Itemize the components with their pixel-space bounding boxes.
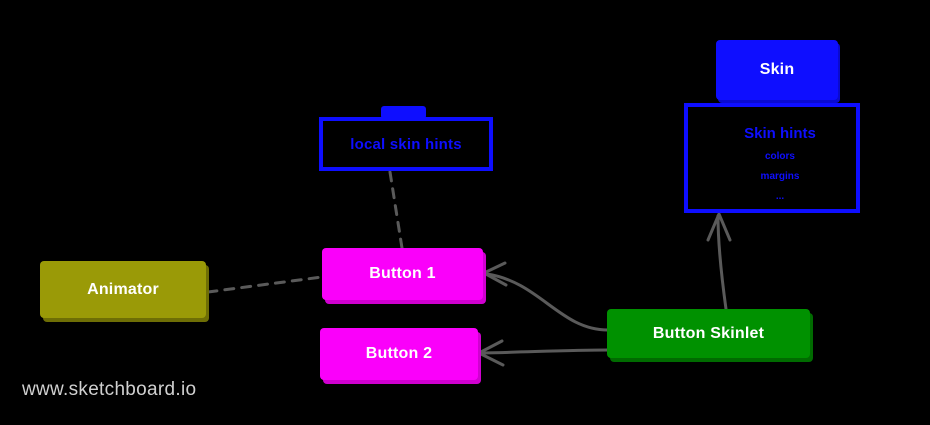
edge-button-skinlet-to-skin-hints xyxy=(716,214,728,311)
node-skin-label: Skin xyxy=(759,61,795,78)
node-skin-hints[interactable]: Skin hints colors margins ... xyxy=(684,103,860,213)
node-button-1[interactable]: Button 1 xyxy=(322,248,483,300)
edge-animator-to-button1 xyxy=(206,275,324,294)
node-button-skinlet[interactable]: Button Skinlet xyxy=(607,309,810,358)
node-skin[interactable]: Skin xyxy=(716,40,838,100)
node-button-2-label: Button 2 xyxy=(365,345,433,362)
arrowhead-button2 xyxy=(477,339,505,367)
node-animator-label: Animator xyxy=(87,280,159,298)
edge-button-skinlet-to-button2 xyxy=(480,348,610,355)
node-skin-hints-item-margins: margins xyxy=(760,171,800,182)
local-skin-hints-tab-icon xyxy=(381,106,426,119)
watermark: www.sketchboard.io xyxy=(22,379,197,400)
edge-button-skinlet-to-button1 xyxy=(485,272,610,332)
node-local-skin-hints[interactable]: local skin hints xyxy=(319,117,493,171)
node-skin-hints-item-ellipsis: ... xyxy=(775,191,785,202)
arrowhead-button1 xyxy=(482,261,508,287)
node-button-skinlet-label: Button Skinlet xyxy=(652,324,765,342)
node-skin-hints-title: Skin hints xyxy=(744,125,816,142)
node-animator[interactable]: Animator xyxy=(40,261,206,318)
node-button-2[interactable]: Button 2 xyxy=(320,328,478,380)
arrowhead-skin-hints xyxy=(706,212,732,242)
node-button-1-label: Button 1 xyxy=(369,265,436,282)
node-local-skin-hints-label: local skin hints xyxy=(350,135,462,153)
edge-local-skin-hints-to-button1 xyxy=(388,170,404,250)
node-skin-hints-item-colors: colors xyxy=(764,151,795,162)
